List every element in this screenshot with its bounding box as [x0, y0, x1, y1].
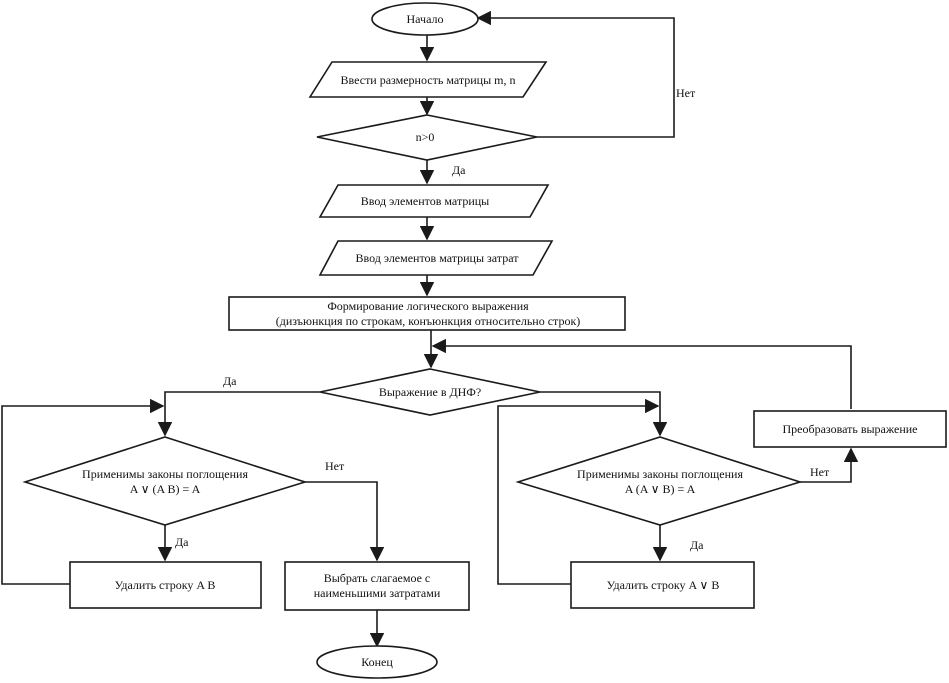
delete-row-right-node: Удалить строку A ∨ B — [570, 561, 755, 609]
delete-row-left-node: Удалить строку A B — [69, 561, 262, 609]
label-yes-n: Да — [452, 163, 466, 177]
right-absorption-decision: Применимы законы поглощения A (A ∨ B) = … — [515, 436, 803, 526]
input-cost-label: Ввод элементов матрицы затрат — [356, 251, 520, 265]
label-yes-dnf: Да — [223, 374, 237, 388]
check-n-label: n>0 — [416, 130, 435, 144]
input-size-node: Ввести размерность матрицы m, n — [308, 61, 548, 98]
left-absorption-line2: A ∨ (A B) = A — [130, 482, 201, 496]
input-elements-node: Ввод элементов матрицы — [318, 184, 550, 218]
arrow-left-loop — [1, 398, 165, 585]
end-node: Конец — [316, 645, 438, 679]
label-no-n: Нет — [676, 86, 696, 100]
arrow-dnf-right — [540, 391, 668, 437]
choose-term-node: Выбрать слагаемое с наименьшими затратам… — [284, 561, 470, 611]
left-absorption-decision: Применимы законы поглощения A ∨ (A B) = … — [22, 436, 308, 526]
arrow-check-n-no-loop — [476, 10, 675, 138]
choose-term-line1: Выбрать слагаемое с — [324, 571, 431, 585]
form-expression-line2: (дизъюнкция по строкам, конъюнкция относ… — [276, 314, 581, 328]
form-expression-node: Формирование логического выражения (дизъ… — [228, 296, 626, 331]
arrow-dnf-yes-left — [157, 391, 320, 437]
left-absorption-line1: Применимы законы поглощения — [82, 467, 248, 481]
branch-labels: Нет Да Да Нет Да Нет Да — [175, 86, 830, 552]
start-label: Начало — [407, 12, 444, 26]
arrow-right-loop — [497, 398, 660, 585]
choose-term-line2: наименьшими затратами — [314, 586, 441, 600]
right-absorption-line1: Применимы законы поглощения — [577, 467, 743, 481]
connectors — [1, 10, 859, 648]
start-node: Начало — [371, 2, 479, 36]
label-no-right: Нет — [810, 465, 830, 479]
transform-node: Преобразовать выражение — [753, 410, 947, 448]
arrow-right-no — [800, 447, 859, 483]
label-yes-left: Да — [175, 535, 189, 549]
form-expression-line1: Формирование логического выражения — [327, 299, 529, 313]
label-yes-right: Да — [690, 538, 704, 552]
right-absorption-line2: A (A ∨ B) = A — [625, 482, 696, 496]
input-elements-label: Ввод элементов матрицы — [361, 194, 490, 208]
input-cost-node: Ввод элементов матрицы затрат — [318, 240, 554, 276]
transform-label: Преобразовать выражение — [782, 422, 917, 436]
check-dnf-decision: Выражение в ДНФ? — [319, 368, 541, 416]
check-n-decision: n>0 — [316, 114, 538, 161]
input-size-label: Ввести размерность матрицы m, n — [341, 73, 516, 87]
delete-row-left-label: Удалить строку A B — [115, 578, 216, 592]
end-label: Конец — [361, 655, 393, 669]
arrow-left-no — [305, 481, 385, 562]
arrow-transform-back-to-dnf — [431, 338, 852, 409]
delete-row-right-label: Удалить строку A ∨ B — [607, 578, 720, 592]
check-dnf-label: Выражение в ДНФ? — [379, 385, 481, 399]
label-no-left: Нет — [325, 459, 345, 473]
